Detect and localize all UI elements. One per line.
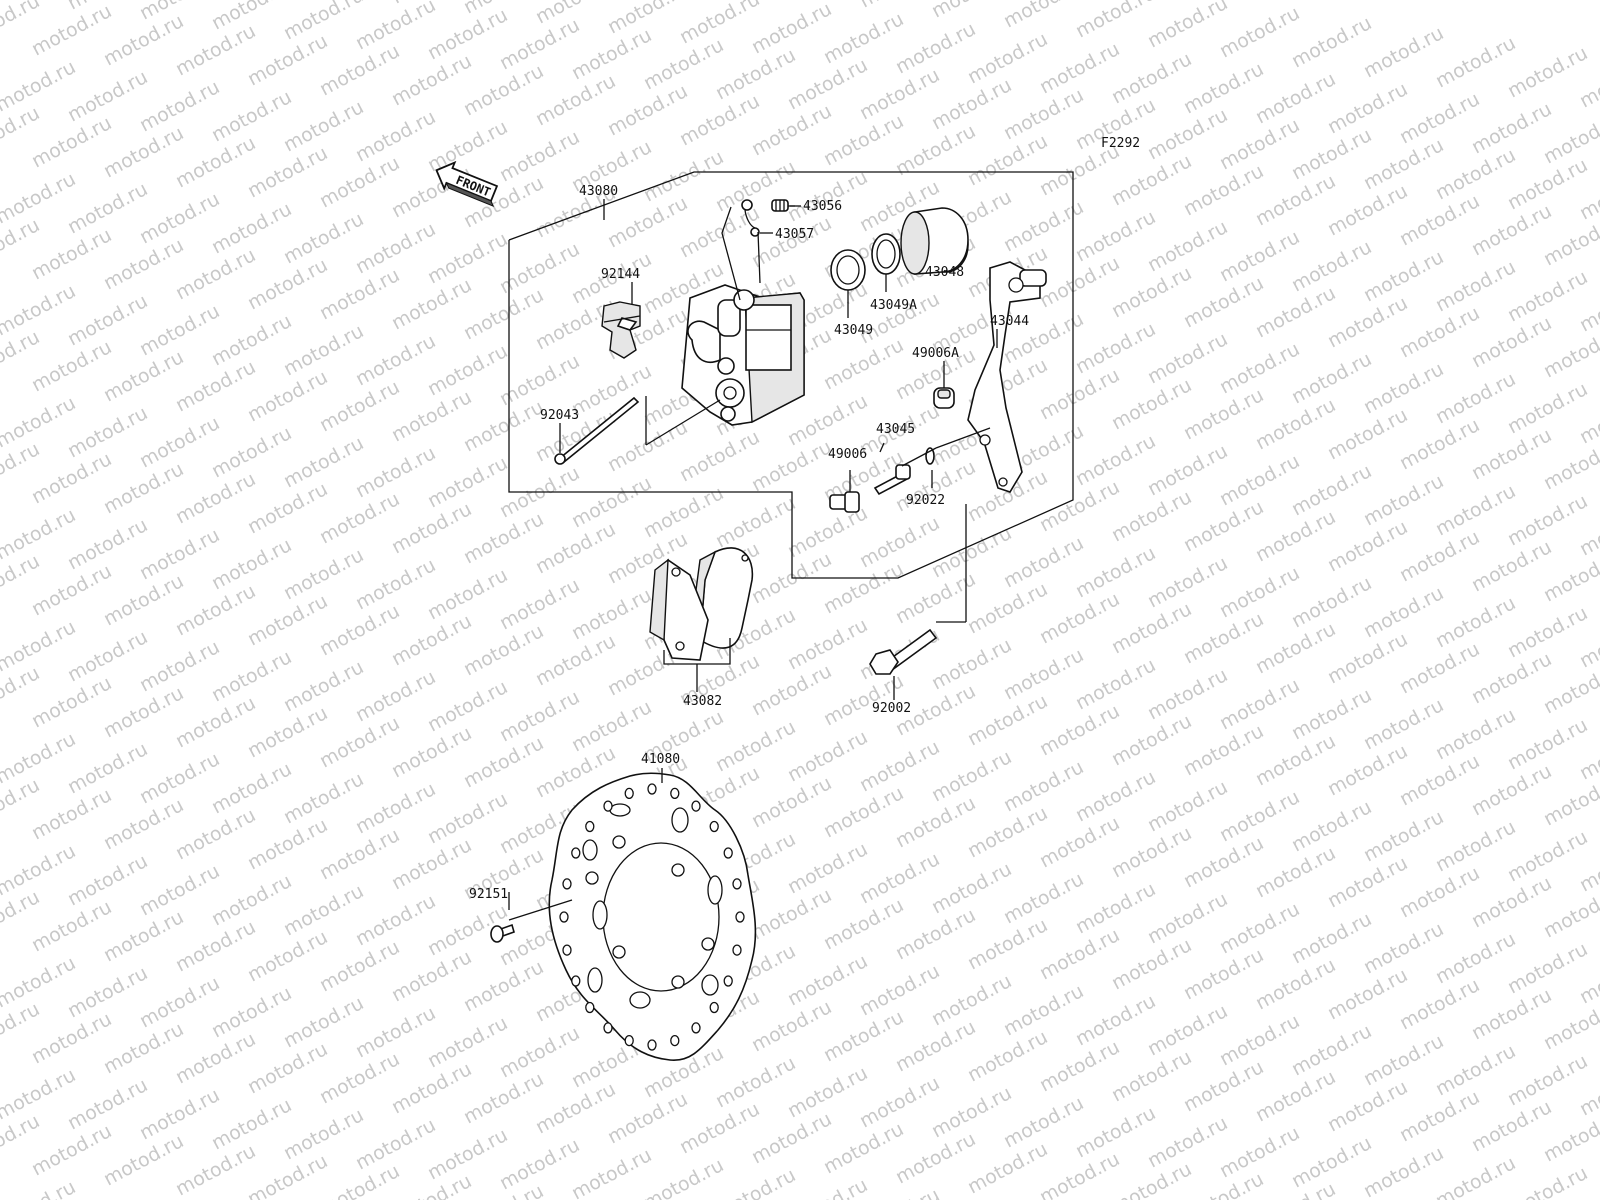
part-label: 92043 [540, 408, 579, 423]
disc-drill-hole [603, 800, 613, 812]
figure-code: F2292 [1101, 136, 1140, 151]
part-label: 41080 [641, 752, 680, 767]
bracket-mounting-bolt [869, 628, 938, 675]
piston-seal [830, 249, 866, 291]
disc-drill-hole [709, 1001, 719, 1014]
bleeder-cap [741, 199, 760, 237]
front-arrow-icon: FRONT [435, 160, 499, 208]
disc-drill-hole [691, 1022, 701, 1034]
part-label: 43045 [876, 422, 915, 437]
disc-drill-hole [562, 944, 572, 956]
part-label: 43080 [579, 184, 618, 199]
disc-drill-hole [723, 975, 733, 987]
disc-drill-hole [709, 820, 719, 833]
part-label: 49006 [828, 447, 867, 462]
piston [900, 207, 969, 275]
bleeder-valve [771, 199, 795, 212]
pin-boot-upper [933, 387, 955, 409]
caliper-body [681, 284, 805, 426]
disc-screw [490, 923, 515, 943]
part-label: 43049 [834, 323, 873, 338]
disc-drill-hole [624, 787, 634, 800]
disc-drill-hole [732, 878, 742, 890]
caliper-bracket [967, 261, 1047, 493]
part-label: 92144 [601, 267, 640, 282]
part-label: 43082 [683, 694, 722, 709]
disc-drill-hole [559, 911, 569, 923]
part-label: 43044 [990, 314, 1029, 329]
disc-drill-hole [691, 800, 701, 812]
brake-pad-inner [649, 558, 709, 661]
pin-boot-lower [829, 491, 860, 513]
part-labels: 43080 43056 43057 92144 43048 43049A 430… [469, 184, 1029, 902]
disc-drill-hole [670, 1034, 680, 1047]
part-label: 43049A [870, 298, 917, 313]
part-label: 92002 [872, 701, 911, 716]
watermark-text: motod.ru [784, 1174, 871, 1200]
part-label: 92151 [469, 887, 508, 902]
part-label: 43056 [803, 199, 842, 214]
disc-drill-hole [562, 878, 572, 890]
caliper-pin [873, 464, 911, 496]
pad-spring [601, 301, 641, 359]
part-label: 43057 [775, 227, 814, 242]
disc-drill-hole [670, 787, 680, 800]
dust-seal [871, 233, 901, 275]
disc-drill-hole [571, 847, 581, 859]
disc-drill-hole [624, 1034, 634, 1047]
caliper-assembly-outline [508, 171, 1074, 579]
disc-drill-hole [571, 975, 581, 987]
brake-disc [548, 772, 757, 1061]
disc-drill-hole [647, 783, 657, 795]
disc-drill-hole [647, 1039, 657, 1051]
disc-drill-hole [603, 1022, 613, 1034]
part-label: 92022 [906, 493, 945, 508]
disc-drill-hole [732, 944, 742, 956]
part-label: 43048 [925, 265, 964, 280]
slide-pin [554, 396, 640, 465]
disc-drill-hole [723, 847, 733, 859]
disc-drill-hole [585, 1001, 595, 1014]
part-label: 49006A [912, 346, 959, 361]
disc-drill-hole [735, 911, 745, 923]
disc-drill-hole [585, 820, 595, 833]
watermark-text: motod.ru [784, 0, 871, 2]
